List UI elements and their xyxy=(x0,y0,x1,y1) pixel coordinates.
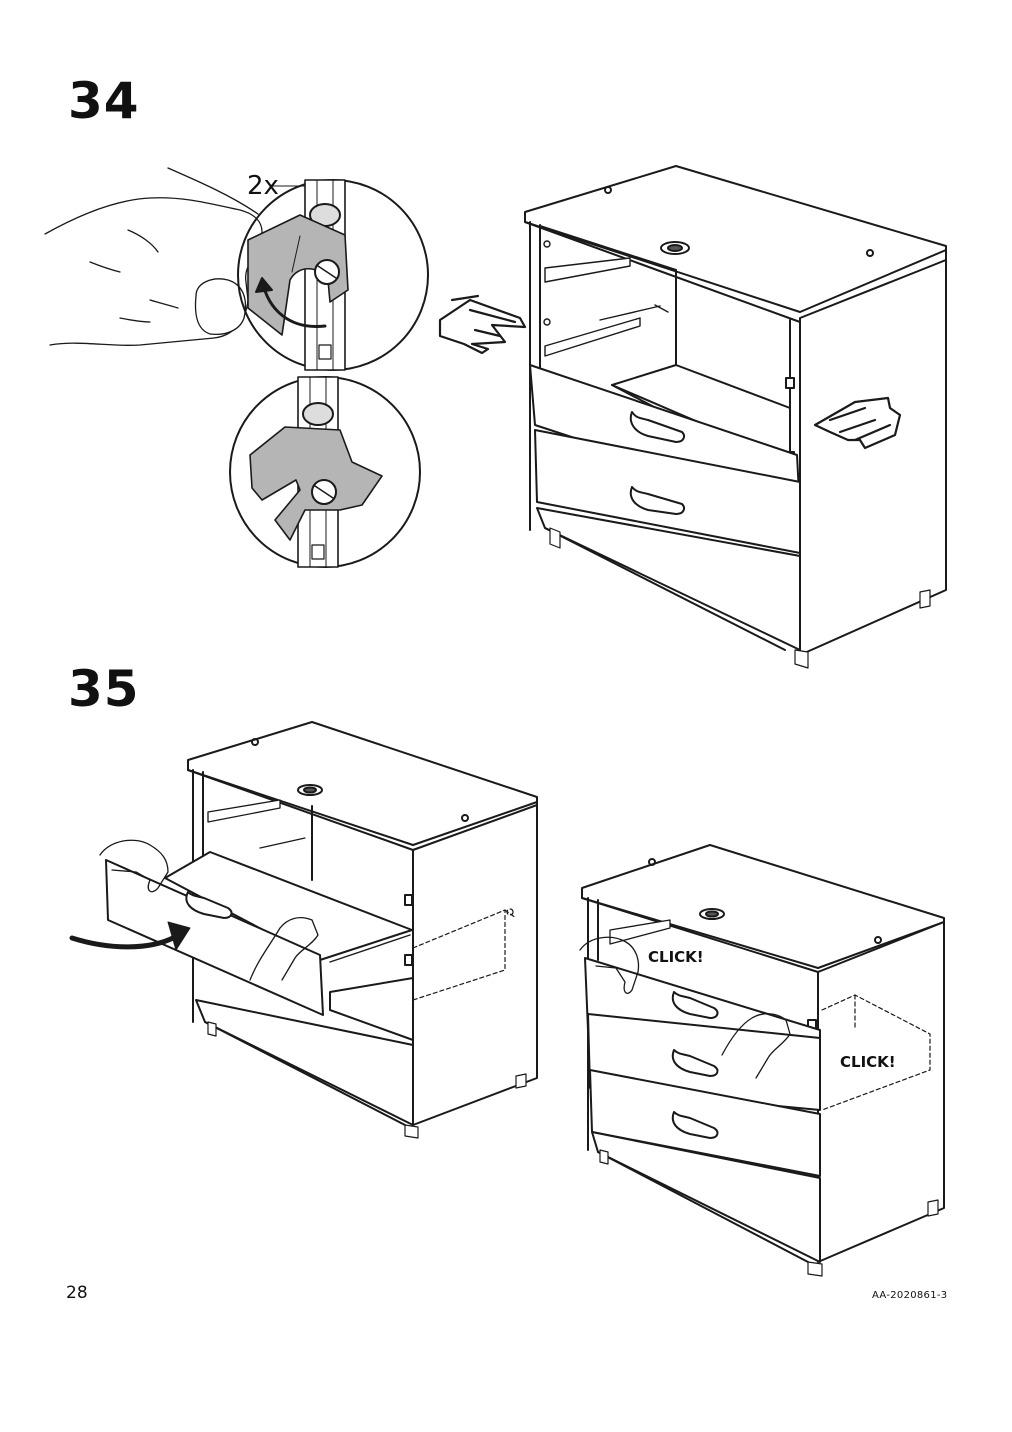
cabinet-open-top-drawer xyxy=(524,165,947,669)
page-number: 28 xyxy=(66,1283,88,1303)
cabinet-drawers-installed xyxy=(579,844,945,1277)
latch-detail-closed xyxy=(229,376,421,568)
cabinet-inserting-drawer xyxy=(69,721,538,1139)
pointing-hand-right xyxy=(813,396,902,450)
multiplier-label: 2x xyxy=(247,171,279,201)
pointing-hand-left xyxy=(438,294,527,355)
step-35-number: 35 xyxy=(68,660,140,718)
step-34-number: 34 xyxy=(68,72,140,130)
document-id: AA-2020861-3 xyxy=(872,1290,948,1301)
click-label-side: CLICK! xyxy=(840,1053,896,1071)
hand-pinch-illustration xyxy=(44,167,263,347)
click-label-front: CLICK! xyxy=(648,948,704,966)
latch-detail-open xyxy=(237,179,429,371)
